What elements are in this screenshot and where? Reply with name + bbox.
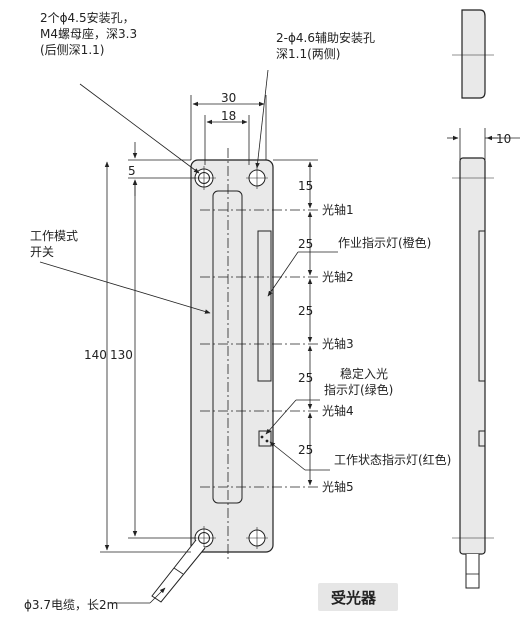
sensor-body — [190, 159, 274, 553]
dim-pitch-2: 25 — [298, 304, 313, 318]
state-indicator-dot — [265, 439, 269, 443]
svg-text:2个ϕ4.5安装孔，: 2个ϕ4.5安装孔， — [40, 10, 135, 25]
side-view — [447, 128, 520, 589]
svg-text:M4螺母座，深3.3: M4螺母座，深3.3 — [40, 26, 137, 41]
mount-hole-top-left — [192, 166, 216, 190]
side-body — [459, 157, 486, 555]
dim-height-holes: 130 — [110, 348, 133, 362]
side-cable — [465, 554, 480, 589]
side-indicator-strip — [478, 230, 486, 382]
axis-label-3: 光轴3 — [322, 336, 354, 351]
svg-text:工作模式: 工作模式 — [30, 229, 78, 243]
dim-first-axis: 15 — [298, 179, 313, 193]
dim-width-inner: 18 — [221, 109, 236, 123]
dim-pitch-3: 25 — [298, 371, 313, 385]
side-indicator-square — [478, 430, 486, 447]
label-stable-indicator: 稳定入光 指示灯(绿色) — [324, 366, 393, 397]
diagram-title: 受光器 — [331, 589, 377, 607]
svg-text:稳定入光: 稳定入光 — [340, 366, 388, 381]
dim-height-total: 140 — [84, 348, 107, 362]
label-aux-hole: 2-ϕ4.6辅助安装孔 深1.1(两侧) — [276, 30, 375, 61]
label-mount-hole: 2个ϕ4.5安装孔， M4螺母座，深3.3 (后侧深1.1) — [40, 10, 137, 57]
state-indicator-square — [258, 430, 272, 447]
label-cable: ϕ3.7电缆，长2m — [24, 598, 118, 612]
axis-label-4: 光轴4 — [322, 403, 354, 418]
dim-side-width: 10 — [496, 132, 511, 146]
aux-hole-top-right — [246, 167, 268, 189]
label-mode-switch: 工作模式 开关 — [30, 229, 78, 259]
label-state-indicator: 工作状态指示灯(红色) — [334, 452, 451, 467]
svg-text:(后侧深1.1): (后侧深1.1) — [40, 43, 104, 57]
stable-indicator-dot — [260, 435, 264, 439]
dim-pitch-4: 25 — [298, 443, 313, 457]
dimension-lines — [100, 95, 318, 553]
top-body — [461, 9, 486, 99]
lens-window — [212, 190, 243, 504]
front-view — [151, 148, 318, 603]
dim-width-outer: 30 — [221, 91, 236, 105]
label-operation-indicator: 作业指示灯(橙色) — [338, 235, 431, 250]
title-box: 受光器 — [318, 583, 398, 611]
dim-top-offset: 5 — [128, 164, 136, 178]
dim-pitch-1: 25 — [298, 237, 313, 251]
svg-text:2-ϕ4.6辅助安装孔: 2-ϕ4.6辅助安装孔 — [276, 30, 375, 45]
axis-label-2: 光轴2 — [322, 269, 354, 284]
top-view — [452, 9, 494, 99]
svg-text:深1.1(两侧): 深1.1(两侧) — [276, 47, 340, 61]
operation-indicator-strip — [257, 230, 272, 382]
svg-text:开关: 开关 — [30, 245, 54, 259]
axis-label-1: 光轴1 — [322, 202, 354, 217]
axis-label-5: 光轴5 — [322, 479, 354, 494]
aux-hole-bottom-right — [246, 527, 268, 549]
leader-lines — [39, 69, 338, 604]
cable — [151, 539, 206, 603]
svg-text:指示灯(绿色): 指示灯(绿色) — [324, 382, 393, 397]
optical-axis-lines — [200, 209, 318, 488]
